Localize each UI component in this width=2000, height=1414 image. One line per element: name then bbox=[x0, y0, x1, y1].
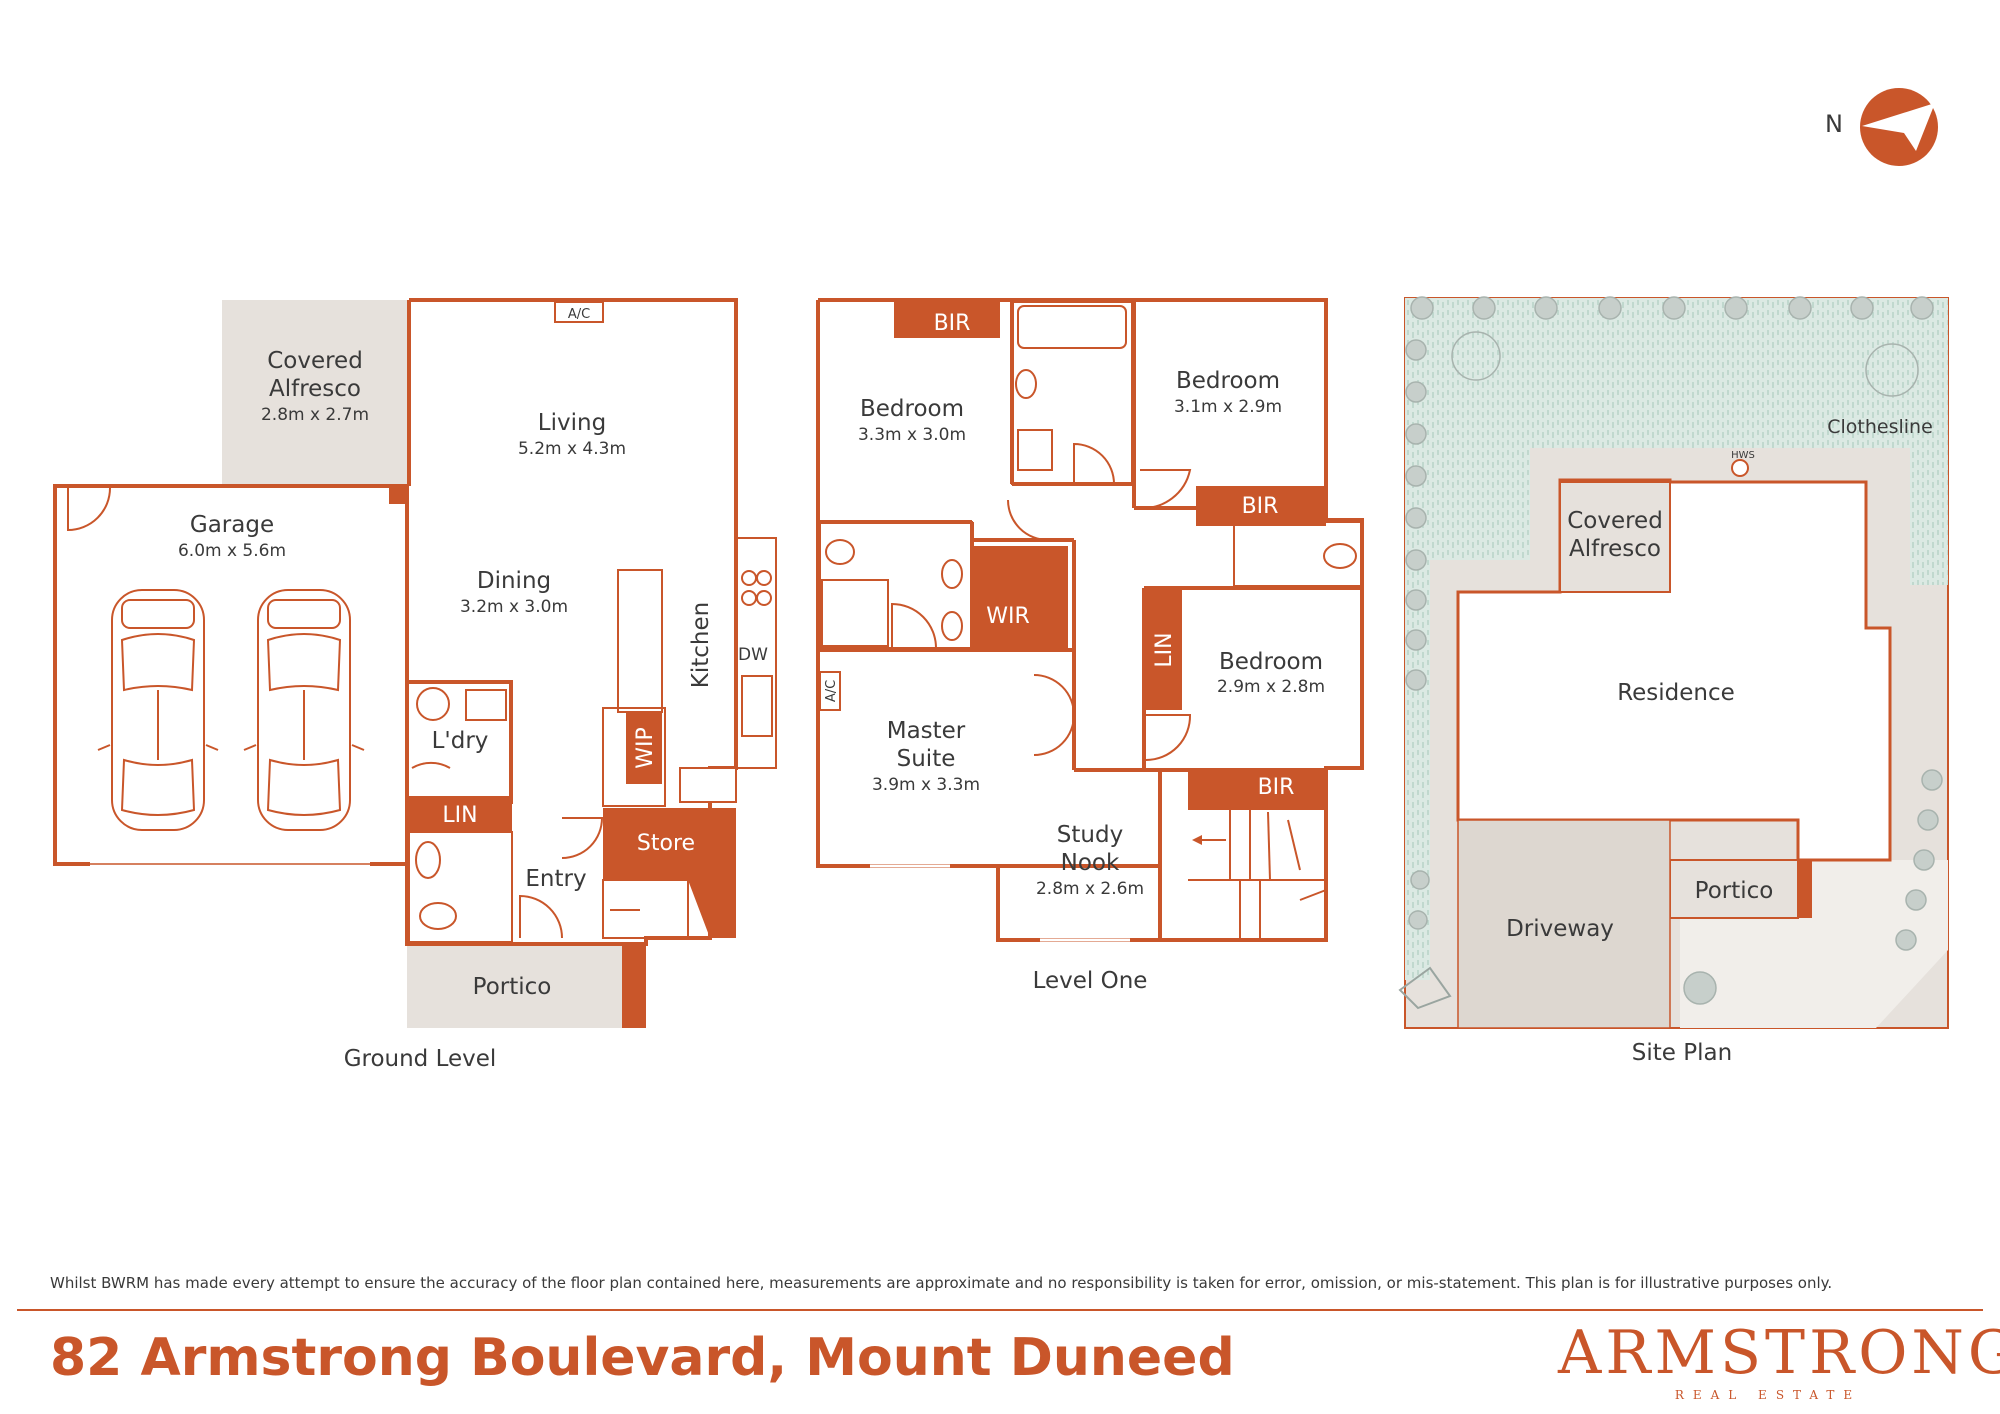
hws-label: HWS bbox=[1731, 450, 1755, 461]
driveway-label: Driveway bbox=[1506, 916, 1614, 942]
bedroom-1-label: Bedroom bbox=[860, 396, 964, 422]
garage-dims: 6.0m x 5.6m bbox=[178, 541, 286, 561]
dining-label: Dining bbox=[477, 568, 551, 594]
brand-logo-subtitle: REAL ESTATE bbox=[1674, 1388, 1862, 1402]
wip-label: WIP bbox=[633, 727, 658, 769]
compass-north-icon bbox=[1860, 88, 1938, 166]
car-icon-right bbox=[243, 589, 365, 831]
covered-alfresco-label-2: Alfresco bbox=[269, 376, 361, 402]
dw-label: DW bbox=[738, 645, 768, 665]
residence-label: Residence bbox=[1617, 680, 1735, 706]
wir-label: WIR bbox=[986, 604, 1030, 629]
bir-label-mid: BIR bbox=[1242, 494, 1279, 519]
clothesline-label: Clothesline bbox=[1827, 416, 1933, 438]
covered-alfresco-label: Covered bbox=[267, 348, 363, 374]
entry-label: Entry bbox=[525, 866, 586, 892]
ground-level-plan bbox=[53, 298, 777, 1028]
dining-dims: 3.2m x 3.0m bbox=[460, 597, 568, 617]
master-suite-label: Master bbox=[887, 718, 966, 744]
bedroom-3-label: Bedroom bbox=[1219, 649, 1323, 675]
garage-label: Garage bbox=[190, 512, 274, 538]
north-label: N bbox=[1825, 110, 1843, 138]
study-nook-dims: 2.8m x 2.6m bbox=[1036, 879, 1144, 899]
living-label: Living bbox=[538, 410, 606, 436]
laundry-label: L'dry bbox=[432, 728, 489, 754]
bedroom-2-label: Bedroom bbox=[1176, 368, 1280, 394]
property-address: 82 Armstrong Boulevard, Mount Duneed bbox=[50, 1328, 1235, 1388]
portico-paving bbox=[407, 944, 622, 1028]
bedroom-3-dims: 2.9m x 2.8m bbox=[1217, 677, 1325, 697]
covered-alfresco-dims: 2.8m x 2.7m bbox=[261, 405, 369, 425]
site-covered-alfresco-label: Covered bbox=[1567, 508, 1663, 534]
car-icon-left bbox=[97, 589, 219, 831]
study-nook-label: Study bbox=[1057, 822, 1123, 848]
study-nook-label-2: Nook bbox=[1061, 850, 1120, 876]
site-plan bbox=[1398, 296, 1949, 1029]
ground-level-title: Ground Level bbox=[344, 1046, 497, 1072]
covered-alfresco-paving bbox=[222, 300, 409, 486]
ac-label-level-one: A/C bbox=[824, 680, 839, 702]
ac-label-ground: A/C bbox=[568, 307, 590, 322]
lin-label-ground: LIN bbox=[442, 803, 477, 828]
disclaimer-text: Whilst BWRM has made every attempt to en… bbox=[50, 1274, 1833, 1292]
master-suite-dims: 3.9m x 3.3m bbox=[872, 775, 980, 795]
site-portico-label: Portico bbox=[1695, 878, 1774, 904]
site-covered-alfresco-label-2: Alfresco bbox=[1569, 536, 1661, 562]
level-one-plan bbox=[816, 298, 1364, 942]
bedroom-1-dims: 3.3m x 3.0m bbox=[858, 425, 966, 445]
lin-label-level-one: LIN bbox=[1152, 632, 1177, 667]
living-dims: 5.2m x 4.3m bbox=[518, 439, 626, 459]
kitchen-label: Kitchen bbox=[688, 602, 714, 688]
site-plan-title: Site Plan bbox=[1632, 1040, 1732, 1066]
level-one-title: Level One bbox=[1033, 968, 1148, 994]
portico-label-ground: Portico bbox=[473, 974, 552, 1000]
stairs-icon bbox=[1188, 810, 1327, 940]
bir-label-top: BIR bbox=[934, 311, 971, 336]
store-label: Store bbox=[637, 831, 695, 856]
footer-divider bbox=[17, 1309, 1983, 1311]
brand-logo: ARMSTRONG bbox=[1558, 1318, 2000, 1388]
bir-label-low: BIR bbox=[1258, 775, 1295, 800]
master-suite-label-2: Suite bbox=[897, 746, 956, 772]
bedroom-2-dims: 3.1m x 2.9m bbox=[1174, 397, 1282, 417]
